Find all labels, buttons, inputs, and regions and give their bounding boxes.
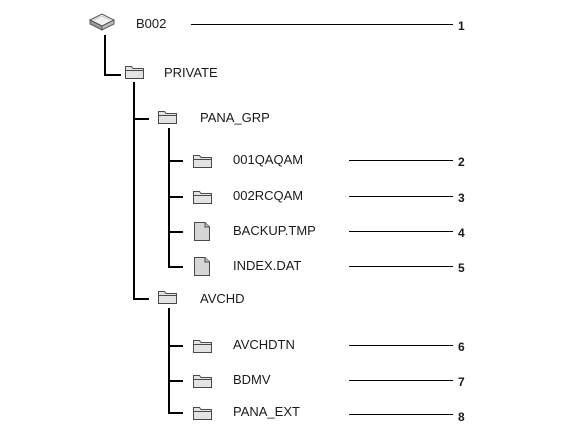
folder-icon xyxy=(193,340,212,353)
callout-number: 7 xyxy=(458,375,465,389)
folder-label-avchd: AVCHD xyxy=(200,291,245,306)
tree-connector xyxy=(168,266,183,268)
callout-leader-line xyxy=(191,24,453,25)
callout-number: 3 xyxy=(458,191,465,205)
folder-icon xyxy=(193,155,212,168)
tree-connector xyxy=(168,160,183,162)
callout-number: 8 xyxy=(458,410,465,424)
folder-icon xyxy=(158,111,177,124)
folder-icon xyxy=(125,66,144,79)
callout-leader-line xyxy=(349,160,453,161)
tree-connector xyxy=(133,118,149,120)
callout-leader-line xyxy=(349,196,453,197)
tree-connector xyxy=(104,35,106,76)
callout-leader-line xyxy=(349,380,453,381)
folder-label-002rcqam: 002RCQAM xyxy=(233,188,304,203)
tree-connector xyxy=(168,196,183,198)
file-label-backup-tmp: BACKUP.TMP xyxy=(233,223,316,238)
tree-connector xyxy=(168,380,183,382)
callout-number: 1 xyxy=(458,19,465,33)
folder-icon xyxy=(193,191,212,204)
tree-connector xyxy=(168,345,183,347)
callout-number: 2 xyxy=(458,155,465,169)
folder-label-avchdtn: AVCHDTN xyxy=(233,337,295,352)
folder-label-pana-grp: PANA_GRP xyxy=(200,110,270,125)
callout-number: 5 xyxy=(458,261,465,275)
tree-connector xyxy=(168,128,170,268)
file-icon xyxy=(194,222,210,241)
drive-icon xyxy=(89,13,115,31)
callout-leader-line xyxy=(349,345,453,346)
tree-connector xyxy=(168,412,183,414)
folder-label-private: PRIVATE xyxy=(164,65,218,80)
callout-leader-line xyxy=(349,414,453,415)
folder-icon xyxy=(193,407,212,420)
folder-icon xyxy=(193,375,212,388)
folder-icon xyxy=(158,291,177,304)
tree-connector xyxy=(168,231,183,233)
callout-leader-line xyxy=(349,266,453,267)
callout-leader-line xyxy=(349,231,453,232)
tree-connector xyxy=(104,74,121,76)
tree-connector xyxy=(168,308,170,414)
tree-connector xyxy=(133,298,149,300)
folder-label-bdmv: BDMV xyxy=(233,372,271,387)
tree-connector xyxy=(133,82,135,300)
folder-label-pana-ext: PANA_EXT xyxy=(233,404,300,419)
folder-label-001qaqam: 001QAQAM xyxy=(233,152,304,167)
file-label-index-dat: INDEX.DAT xyxy=(233,258,302,273)
callout-number: 4 xyxy=(458,226,465,240)
drive-label: B002 xyxy=(136,16,167,31)
file-icon xyxy=(194,257,210,276)
callout-number: 6 xyxy=(458,340,465,354)
